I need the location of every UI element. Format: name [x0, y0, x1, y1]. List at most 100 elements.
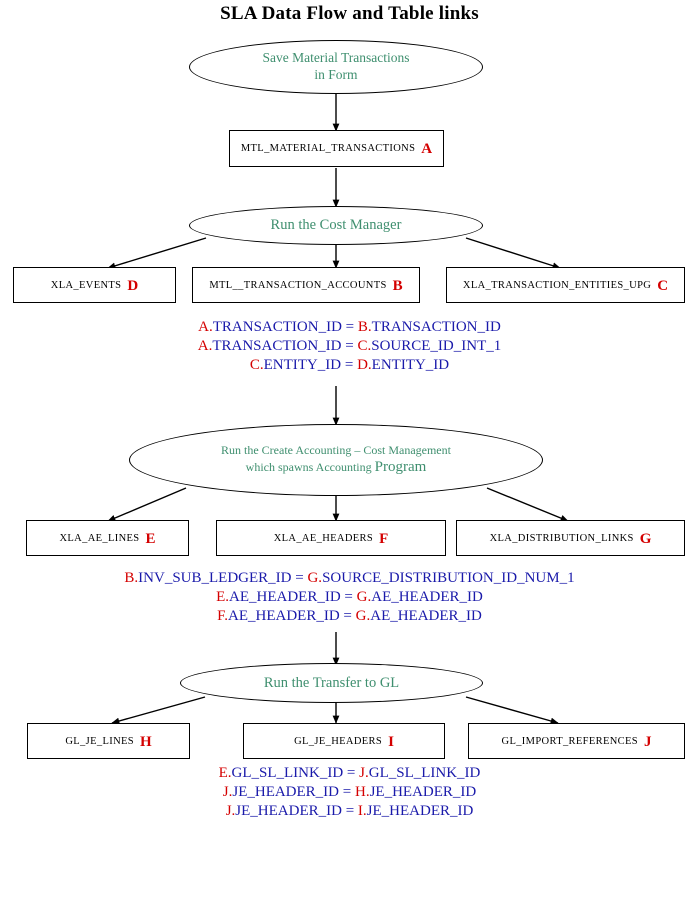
join-right-column: SOURCE_DISTRIBUTION_ID_NUM_1 [322, 570, 575, 586]
table-name: XLA_DISTRIBUTION_LINKS [489, 532, 634, 544]
table-name: MTL__TRANSACTION_ACCOUNTS [209, 279, 387, 291]
join-left-column: TRANSACTION_ID [212, 319, 342, 335]
process-label: Save Material Transactions in Form [263, 50, 410, 84]
join-row: E.GL_SL_LINK_ID = J.GL_SL_LINK_ID [0, 764, 699, 783]
table-letter: C [657, 277, 669, 294]
join-equals: = [291, 570, 308, 586]
join-left-letter: F. [217, 607, 229, 624]
join-left-letter: E. [218, 765, 232, 781]
join-left-column: INV_SUB_LEDGER_ID [138, 570, 292, 586]
join-left-letter: J. [222, 783, 233, 800]
process-line-2: which spawns Accounting [245, 460, 375, 475]
join-right-column: JE_HEADER_ID [369, 783, 477, 800]
join-row: B.INV_SUB_LEDGER_ID = G.SOURCE_DISTRIBUT… [0, 569, 699, 588]
join-equals: = [341, 356, 358, 373]
table-letter: J [643, 733, 652, 750]
page-title: SLA Data Flow and Table links [220, 3, 479, 24]
table-letter: A [421, 141, 433, 157]
table-letter: G [639, 530, 652, 547]
table-letter: E [145, 530, 156, 547]
join-left-letter: B. [124, 570, 139, 586]
join-right-column: ENTITY_ID [371, 356, 450, 373]
join-equals: = [341, 319, 358, 335]
join-right-letter: H. [354, 783, 370, 800]
table-letter: I [388, 733, 394, 750]
join-equals: = [339, 607, 356, 624]
join-right-column: GL_SL_LINK_ID [368, 765, 481, 781]
join-right-column: TRANSACTION_ID [371, 319, 501, 335]
join-left-column: JE_HEADER_ID [235, 802, 342, 819]
table-letter: D [127, 277, 139, 294]
join-equals: = [340, 588, 357, 605]
join-left-letter: J. [225, 802, 236, 819]
join-row: F.AE_HEADER_ID = G.AE_HEADER_ID [0, 607, 699, 626]
join-right-column: SOURCE_ID_INT_1 [371, 337, 502, 354]
join-row: A.TRANSACTION_ID = C.SOURCE_ID_INT_1 [0, 337, 699, 356]
table-name: XLA_TRANSACTION_ENTITIES_UPG [462, 279, 652, 291]
table-name: MTL_MATERIAL_TRANSACTIONS [240, 143, 416, 154]
join-right-letter: J. [359, 765, 369, 781]
table-name: XLA_AE_LINES [59, 532, 140, 544]
table-name: GL_JE_HEADERS [294, 735, 383, 747]
process-run-cost-manager[interactable]: Run the Cost Manager [189, 206, 483, 245]
table-box-xla-ae-headers[interactable]: XLA_AE_HEADERS F [216, 520, 446, 556]
join-group-create-accounting: B.INV_SUB_LEDGER_ID = G.SOURCE_DISTRIBUT… [0, 569, 699, 626]
connector-costmgr-to-xla-txn-entities [465, 237, 561, 269]
process-label: Run the Transfer to GL [264, 674, 399, 692]
process-line-1: Run the Transfer to GL [263, 674, 400, 691]
join-right-letter: D. [357, 356, 372, 373]
table-name: GL_JE_LINES [65, 735, 134, 747]
process-run-transfer-to-gl[interactable]: Run the Transfer to GL [180, 663, 483, 703]
join-right-column: JE_HEADER_ID [366, 802, 474, 819]
process-label: Run the Create Accounting – Cost Managem… [221, 443, 451, 477]
join-right-letter: C. [357, 337, 372, 354]
connector-createacct-to-distribution-links [486, 487, 569, 522]
table-box-gl-je-headers[interactable]: GL_JE_HEADERS I [243, 723, 445, 759]
table-name: GL_IMPORT_REFERENCES [501, 735, 638, 747]
join-row: C.ENTITY_ID = D.ENTITY_ID [0, 356, 699, 375]
table-name: XLA_EVENTS [50, 279, 122, 291]
table-box-xla-distribution-links[interactable]: XLA_DISTRIBUTION_LINKS G [456, 520, 685, 556]
table-letter: H [139, 733, 152, 750]
join-left-column: TRANSACTION_ID [212, 337, 342, 354]
connector-createacct-to-ae-lines [107, 487, 187, 522]
process-run-create-accounting[interactable]: Run the Create Accounting – Cost Managem… [129, 424, 543, 496]
process-line-2: in Form [314, 67, 358, 82]
process-save-material-transactions[interactable]: Save Material Transactions in Form [189, 40, 483, 94]
join-equals: = [341, 802, 358, 819]
join-left-letter: C. [249, 356, 264, 373]
process-label: Run the Cost Manager [271, 216, 402, 234]
process-line-3: Program [374, 459, 427, 476]
join-right-column: AE_HEADER_ID [370, 607, 482, 624]
table-box-xla-events[interactable]: XLA_EVENTS D [13, 267, 176, 303]
table-box-gl-import-references[interactable]: GL_IMPORT_REFERENCES J [468, 723, 685, 759]
join-left-letter: A. [198, 319, 213, 335]
join-row: A.TRANSACTION_ID = B.TRANSACTION_ID [0, 318, 699, 337]
table-name: XLA_AE_HEADERS [273, 532, 374, 544]
join-equals: = [339, 783, 355, 800]
connector-transfergl-to-gl-je-lines [111, 696, 206, 725]
join-group-cost-manager: A.TRANSACTION_ID = B.TRANSACTION_ID A.TR… [0, 318, 699, 375]
table-box-xla-ae-lines[interactable]: XLA_AE_LINES E [26, 520, 189, 556]
table-letter: B [392, 277, 403, 294]
table-box-mtl-transaction-accounts[interactable]: MTL__TRANSACTION_ACCOUNTS B [192, 267, 420, 303]
table-letter: F [379, 530, 389, 547]
join-right-letter: G. [307, 570, 323, 586]
process-line-1: Save Material Transactions [262, 50, 410, 66]
join-left-column: JE_HEADER_ID [232, 783, 340, 800]
table-box-xla-transaction-entities-upg[interactable]: XLA_TRANSACTION_ENTITIES_UPG C [446, 267, 685, 303]
join-row: J.JE_HEADER_ID = H.JE_HEADER_ID [0, 783, 699, 802]
join-right-column: AE_HEADER_ID [371, 588, 483, 605]
process-line-1: Run the Cost Manager [270, 217, 402, 234]
join-equals: = [343, 765, 360, 781]
join-group-transfer-gl: E.GL_SL_LINK_ID = J.GL_SL_LINK_ID J.JE_H… [0, 764, 699, 821]
join-left-letter: A. [197, 337, 213, 354]
join-right-letter: G. [356, 588, 372, 605]
join-left-column: AE_HEADER_ID [228, 607, 340, 624]
table-box-mtl-material-transactions[interactable]: MTL_MATERIAL_TRANSACTIONS A [229, 130, 444, 167]
table-box-gl-je-lines[interactable]: GL_JE_LINES H [27, 723, 190, 759]
join-right-letter: B. [357, 319, 372, 335]
join-left-column: AE_HEADER_ID [229, 588, 341, 605]
join-equals: = [341, 337, 358, 354]
